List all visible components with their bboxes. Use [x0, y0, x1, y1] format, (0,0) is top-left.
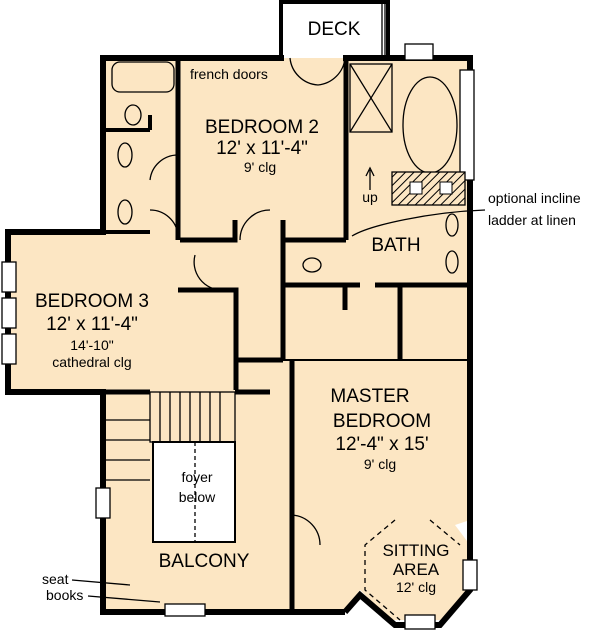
bedroom3-size: 12' x 11'-4" [46, 314, 138, 335]
master-name-1: MASTER [330, 386, 409, 407]
bedroom3-ceiling: cathedral clg [52, 354, 131, 370]
staircase [103, 391, 236, 543]
bedroom3-name: BEDROOM 3 [35, 291, 149, 312]
master-size: 12'-4" x 15' [335, 434, 428, 455]
foyer-label-1: foyer [181, 469, 212, 485]
ladder-note-1: optional incline [488, 190, 581, 206]
windows [1, 43, 478, 630]
deck: DECK [279, 0, 390, 58]
sitting-name-2: AREA [393, 560, 440, 579]
books-label: books [46, 587, 83, 603]
master-name-2: BEDROOM [333, 411, 431, 432]
bedroom2-name: BEDROOM 2 [205, 117, 319, 138]
master-ceiling: 9' clg [364, 456, 396, 472]
foyer-label-2: below [179, 489, 216, 505]
seat-label: seat [42, 571, 69, 587]
seat-books-arrows [71, 579, 161, 603]
sitting-ceiling: 12' clg [396, 579, 436, 595]
balcony-label: BALCONY [159, 551, 250, 572]
ladder-note-arrow [351, 209, 486, 237]
bedroom3-ceiling-height: 14'-10" [70, 337, 113, 353]
deck-label: DECK [308, 19, 361, 40]
bath-label: BATH [371, 235, 420, 256]
fixtures [103, 57, 466, 546]
bedroom2-size: 12' x 11'-4" [216, 138, 308, 159]
stair-up-label: up [362, 189, 378, 205]
sitting-name-1: SITTING [382, 541, 449, 560]
bedroom2-ceiling: 9' clg [244, 159, 276, 175]
ladder-note-2: ladder at linen [488, 212, 576, 228]
french-doors-label: french doors [190, 66, 268, 82]
